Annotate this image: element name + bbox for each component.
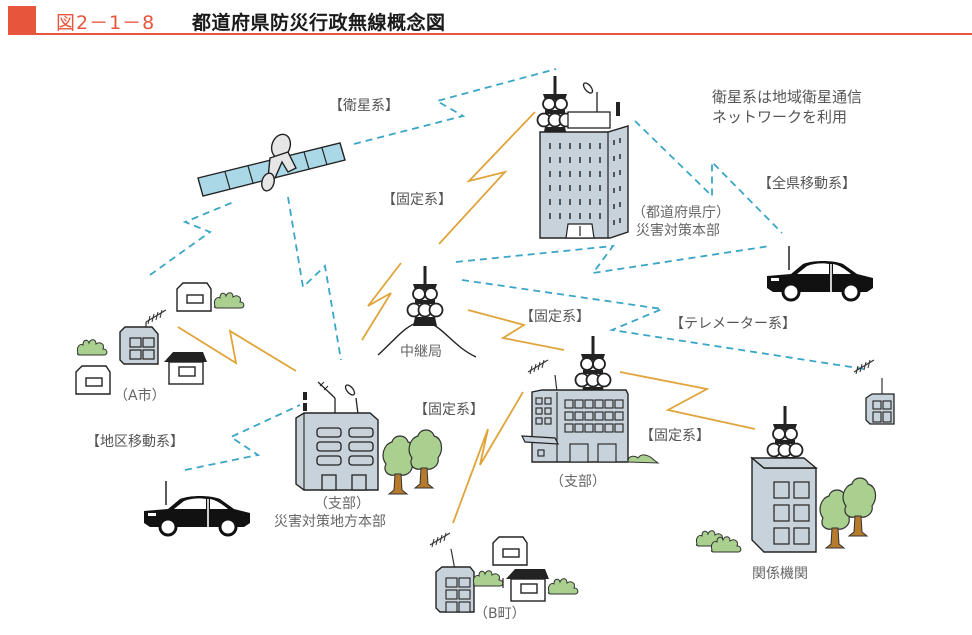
- link-cityA-branch: [177, 326, 297, 372]
- label-fixed-link-top: 【固定系】: [382, 192, 452, 208]
- label-fixed-link-left: 【固定系】: [414, 402, 484, 418]
- hq-building-icon: [536, 75, 629, 239]
- branch-left-label-line-1: （支部）: [314, 496, 370, 512]
- branch-office-left-icon: [295, 381, 443, 495]
- figure-number: 図2－1－8: [56, 12, 156, 34]
- town-b-cluster-icon: [429, 532, 579, 613]
- label-satellite-link: 【衛星系】: [329, 98, 399, 114]
- link-hq-car: [634, 120, 783, 234]
- link-relay-cityA: [361, 262, 402, 341]
- related-agency-label: 関係機関: [752, 566, 808, 582]
- hq-windows: [549, 138, 621, 225]
- link-relay-car: [455, 244, 771, 275]
- link-branchR-townB: [452, 391, 524, 524]
- city-a-cluster-icon: [75, 282, 245, 395]
- label-fixed-link-right: 【固定系】: [640, 428, 710, 444]
- header-accent-block: [8, 6, 36, 33]
- related-agency-icon: [695, 405, 877, 553]
- link-relay-telemeter: [461, 279, 865, 370]
- telemeter-station-icon: [853, 359, 895, 425]
- link-satellite-hq: [353, 68, 557, 145]
- label-prefecture-mobile-link: 【全県移動系】: [758, 176, 856, 192]
- link-branch-car: [184, 404, 301, 471]
- link-satellite-cityA: [149, 200, 237, 276]
- label-fixed-link-mid: 【固定系】: [520, 309, 590, 325]
- prefecture-mobile-car-icon: [765, 244, 875, 302]
- city-a-label: （A市）: [114, 388, 166, 404]
- relay-station-icon: [377, 265, 477, 358]
- figure-title: 都道府県防災行政無線概念図: [192, 12, 446, 34]
- branch-left-label-line-2: 災害対策地方本部: [274, 514, 386, 530]
- note-line-2: ネットワークを利用: [712, 108, 848, 126]
- header-rule: [8, 33, 972, 35]
- hq-label-line-2: 災害対策本部: [636, 223, 720, 239]
- branch-right-label: （支部）: [550, 474, 606, 490]
- district-mobile-car-icon: [142, 479, 252, 537]
- figure-header: 図2－1－8 都道府県防災行政無線概念図: [0, 0, 972, 36]
- branch-office-right-icon: [520, 335, 660, 464]
- link-relay-branchR: [467, 309, 565, 351]
- label-telemeter-link: 【テレメーター系】: [670, 316, 796, 332]
- link-branchR-related: [619, 371, 756, 430]
- note-line-1: 衛星系は地域衛星通信: [712, 88, 863, 106]
- radio-links: [149, 68, 865, 471]
- relay-station-label: 中継局: [400, 344, 442, 360]
- link-satellite-branch: [287, 196, 342, 361]
- satellite-icon: [197, 133, 346, 197]
- label-district-mobile-link: 【地区移動系】: [86, 434, 184, 450]
- link-relay-hq: [438, 111, 536, 245]
- town-b-label: （B町）: [474, 606, 526, 622]
- fixed-links: [177, 111, 756, 524]
- hq-label-line-1: （都道府県庁）: [632, 205, 730, 221]
